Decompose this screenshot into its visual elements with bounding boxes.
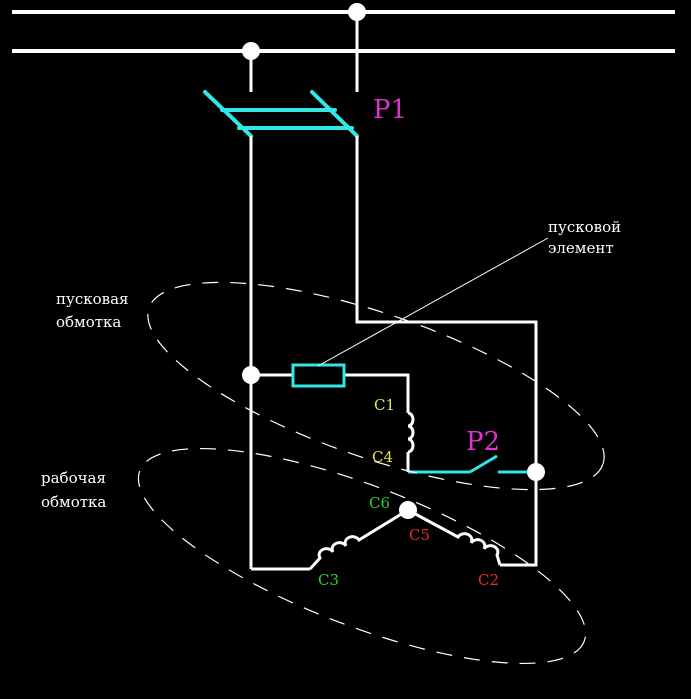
terminal-c4-label: С4: [372, 448, 393, 466]
junction-dot-center: [399, 501, 417, 519]
wire-start-element-to-c1: [344, 373, 410, 413]
start-element-resistor: [291, 363, 346, 388]
start-winding-label-2: обмотка: [56, 313, 121, 331]
work-winding-label-2: обмотка: [41, 493, 106, 511]
work-winding-label-1: рабочая: [41, 469, 106, 487]
junction-dot-top-bus: [348, 3, 366, 21]
work-winding-outline: [137, 447, 587, 665]
relay-p1-switch: [203, 90, 359, 138]
terminal-c3-label: С3: [318, 571, 339, 589]
work-winding-coil-right: [407, 508, 502, 566]
junction-dot-left: [242, 366, 260, 384]
terminal-c6-label: С6: [369, 494, 390, 512]
junction-dot-right: [527, 463, 545, 481]
p2-blade: [469, 454, 498, 474]
supply-lines: [12, 10, 675, 53]
winding-outlines: [137, 281, 605, 665]
terminal-c5-label: С5: [409, 526, 430, 544]
relay-p2-label: Р2: [466, 427, 500, 457]
start-winding-label-1: пусковая: [56, 290, 128, 308]
start-element-label-1: пусковой: [548, 218, 621, 236]
start-element-leader: [317, 237, 549, 367]
work-winding-coil-left: [308, 508, 409, 571]
work-winding: [308, 508, 502, 571]
wire-right-path: [355, 136, 538, 567]
terminal-c2-label: С2: [478, 571, 499, 589]
start-winding-coil: [407, 411, 415, 454]
terminal-c1-label: С1: [374, 396, 395, 414]
junction-dot-bottom-bus: [242, 42, 260, 60]
start-winding-outline: [147, 281, 605, 491]
relay-p1-label: Р1: [373, 95, 407, 125]
start-element-label-2: элемент: [548, 239, 614, 257]
